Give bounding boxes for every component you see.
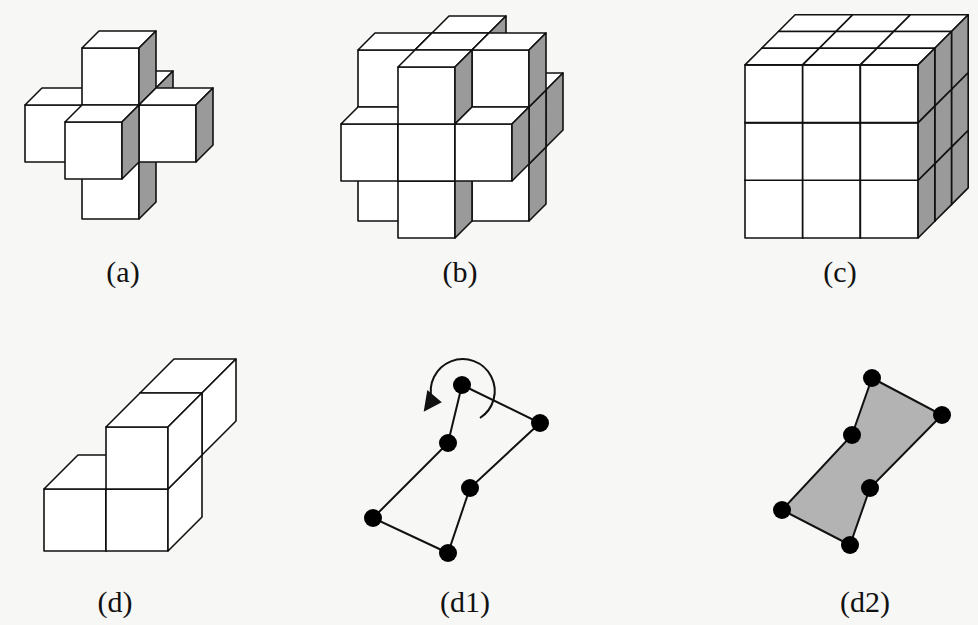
panel-label: (a)	[106, 257, 139, 287]
panel-label: (b)	[443, 257, 478, 287]
cube-face	[398, 67, 455, 124]
cube-face	[202, 359, 236, 455]
cube-face	[398, 181, 455, 238]
cube-face	[139, 105, 196, 162]
cube-face	[918, 48, 935, 122]
cube-face	[529, 33, 546, 107]
cube-face	[455, 124, 512, 181]
polygon-fill	[782, 378, 942, 545]
cube-face	[122, 105, 139, 179]
cube-face	[745, 180, 803, 238]
cube-face	[398, 124, 455, 181]
cube-face	[472, 50, 529, 107]
cube-face	[803, 65, 861, 123]
cube-face	[168, 393, 202, 489]
cube-face	[745, 65, 803, 123]
cube-face	[860, 180, 918, 238]
panel-label: (d1)	[440, 587, 490, 617]
cube-face	[106, 489, 168, 551]
polygon-outline	[373, 385, 540, 553]
panel-label: (d)	[98, 587, 133, 617]
cube-face	[82, 48, 139, 105]
cube-face	[512, 107, 529, 181]
cube-face	[65, 122, 122, 179]
cube-face	[803, 123, 861, 181]
cube-face	[44, 489, 106, 551]
cube-assemblies	[25, 15, 968, 551]
panel-label: (d2)	[840, 587, 890, 617]
cube-face	[860, 65, 918, 123]
cube-face	[546, 73, 563, 147]
cube-face	[860, 123, 918, 181]
panel-label: (c)	[823, 257, 856, 287]
cube-face	[196, 88, 213, 162]
cube-face	[803, 180, 861, 238]
cube-face	[952, 15, 969, 89]
arrow-head	[425, 392, 440, 410]
cube-face	[935, 32, 952, 106]
cube-face	[106, 427, 168, 489]
rotation-polygon	[373, 359, 540, 553]
dots	[364, 376, 549, 562]
cube-face	[341, 124, 398, 181]
rotation-arrow	[431, 359, 495, 418]
cube-face	[745, 123, 803, 181]
filled-polygon	[773, 369, 951, 554]
